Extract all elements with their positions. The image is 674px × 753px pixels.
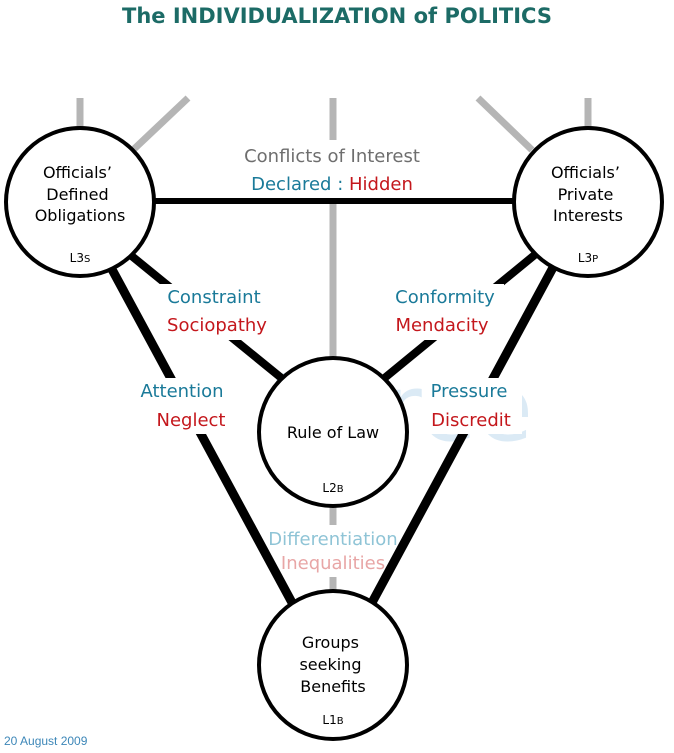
grey-line-top-right-diagonal — [475, 95, 535, 153]
sociopathy-label: Sociopathy — [167, 315, 267, 336]
node-rule-of-law-line-1: Rule of Law — [287, 423, 379, 442]
svg-text:Rule of Law: Rule of Law — [287, 423, 379, 442]
hidden-label: Hidden — [349, 174, 413, 195]
svg-text:L3P: L3P — [578, 251, 598, 265]
discredit-label: Discredit — [431, 410, 511, 431]
svg-text:L1B: L1B — [322, 713, 343, 727]
conflicts-of-interest-label: Conflicts of Interest — [244, 146, 420, 167]
date-stamp: 20 August 2009 — [4, 734, 88, 748]
neglect-label: Neglect — [157, 410, 226, 431]
node-obligations: Officials’ Defined Obligations L3S — [4, 126, 156, 278]
mendacity-label: Mendacity — [395, 315, 488, 336]
node-groups-circle — [257, 589, 409, 741]
node-groups: Groups seeking Benefits L1B — [257, 589, 409, 741]
node-obligations-line-3: Obligations — [35, 206, 126, 225]
node-interests: Officials’ Private Interests L3P — [512, 126, 664, 278]
node-interests-code-sub: P — [592, 254, 598, 265]
declared-label: Declared — [251, 174, 331, 195]
node-rule-of-law: Rule of Law L2B — [257, 356, 409, 508]
svg-text:Declared : Hidden: Declared : Hidden — [251, 174, 413, 195]
node-rule-of-law-code-sub: B — [337, 484, 344, 495]
node-rule-of-law-code: L2 — [322, 481, 336, 495]
pressure-label: Pressure — [431, 381, 508, 402]
pressure-label-backdrop — [422, 378, 522, 434]
line-obligations-groups — [104, 259, 300, 613]
svg-text:L3S: L3S — [70, 251, 91, 265]
svg-text:L2B: L2B — [322, 481, 343, 495]
node-interests-code: L3 — [578, 251, 592, 265]
conformity-label-backdrop — [386, 284, 504, 340]
differentiation-label-backdrop — [256, 525, 410, 577]
node-obligations-code-sub: S — [84, 254, 90, 265]
node-groups-code: L1 — [322, 713, 336, 727]
conformity-label: Conformity — [395, 287, 495, 308]
node-groups-line-1: Groups — [302, 633, 359, 652]
svg-text:Officials’ Defined: Officials’ Defined Obligations — [35, 163, 126, 225]
node-rule-of-law-circle — [257, 356, 409, 508]
svg-text:Officials’ Private: Officials’ Private Interests — [551, 163, 625, 225]
node-interests-line-1: Officials’ — [551, 163, 620, 182]
node-obligations-line-2: Defined — [46, 185, 108, 204]
inequalities-label: Inequalities — [281, 553, 385, 574]
conflicts-label-backdrop — [225, 140, 441, 198]
svg-text:Groups seeking Ben: Groups seeking Benefits — [299, 633, 366, 696]
node-obligations-code: L3 — [70, 251, 84, 265]
node-groups-code-sub: B — [337, 716, 344, 727]
diagram-title: The INDIVIDUALIZATION of POLITICS — [122, 4, 552, 28]
constraint-label: Constraint — [167, 287, 260, 308]
node-obligations-circle — [4, 126, 156, 278]
node-obligations-line-1: Officials’ — [43, 163, 112, 182]
differentiation-label: Differentiation — [268, 529, 397, 550]
attention-label-backdrop — [132, 378, 234, 434]
node-interests-line-3: Interests — [553, 206, 623, 225]
constraint-label-backdrop — [158, 284, 276, 340]
node-groups-line-2: seeking — [299, 655, 361, 674]
grey-line-top-left-diagonal — [130, 95, 191, 153]
line-interests-groups — [364, 259, 560, 613]
node-interests-circle — [512, 126, 664, 278]
declared-hidden-separator: : — [331, 174, 349, 195]
attention-label: Attention — [140, 381, 223, 402]
node-groups-line-3: Benefits — [300, 677, 366, 696]
node-interests-line-2: Private — [558, 185, 614, 204]
